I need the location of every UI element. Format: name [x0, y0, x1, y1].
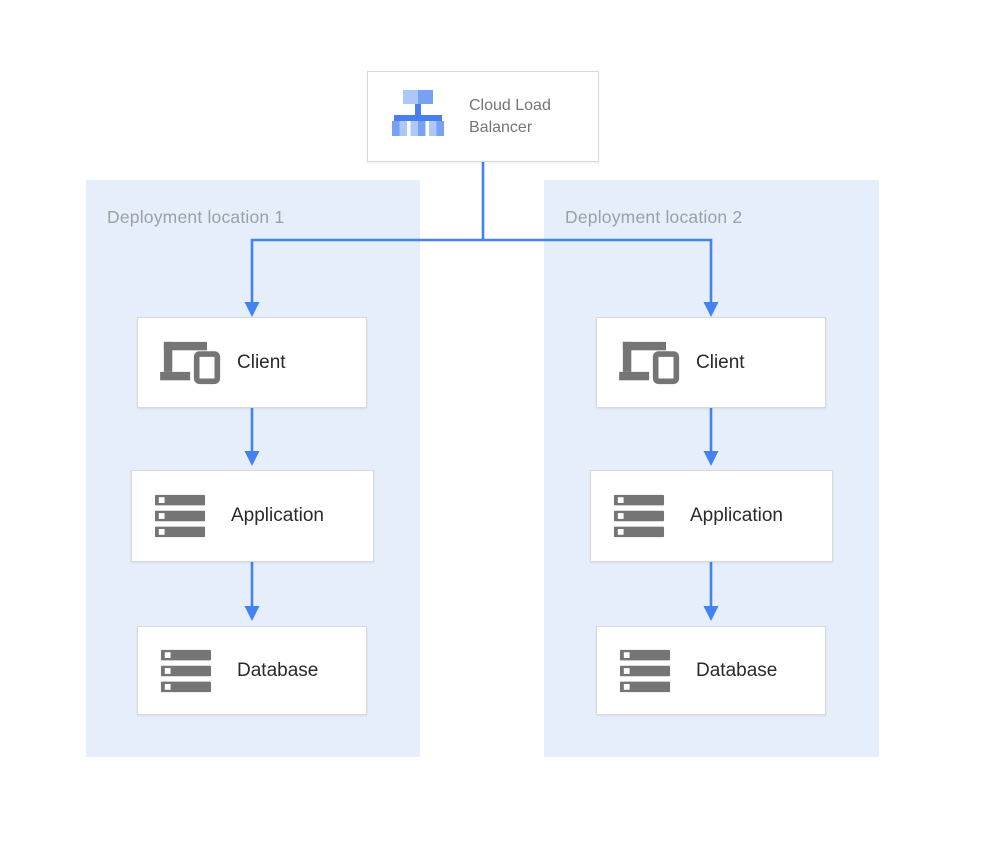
node-database-1: Database	[137, 626, 367, 715]
node-application-1: Application	[131, 470, 374, 562]
node-label: Client	[237, 351, 286, 373]
cloud-load-balancer-icon	[389, 89, 469, 144]
node-label: Cloud Load Balancer	[469, 96, 551, 136]
client-devices-icon	[160, 340, 237, 385]
region-label: Deployment location 1	[107, 207, 285, 227]
region-label: Deployment location 2	[565, 207, 743, 227]
node-client-2: Client	[596, 317, 826, 408]
node-label: Database	[237, 659, 319, 681]
node-label: Database	[696, 659, 778, 681]
server-stack-icon	[154, 494, 231, 538]
node-label: Client	[696, 351, 745, 373]
server-stack-icon	[619, 649, 696, 693]
node-cloud-load-balancer: Cloud Load Balancer	[367, 71, 599, 162]
node-label: Application	[231, 505, 324, 526]
node-database-2: Database	[596, 626, 826, 715]
server-stack-icon	[613, 494, 690, 538]
client-devices-icon	[619, 340, 696, 385]
server-stack-icon	[160, 649, 237, 693]
node-application-2: Application	[590, 470, 833, 562]
node-client-1: Client	[137, 317, 367, 408]
node-label: Application	[690, 505, 783, 526]
